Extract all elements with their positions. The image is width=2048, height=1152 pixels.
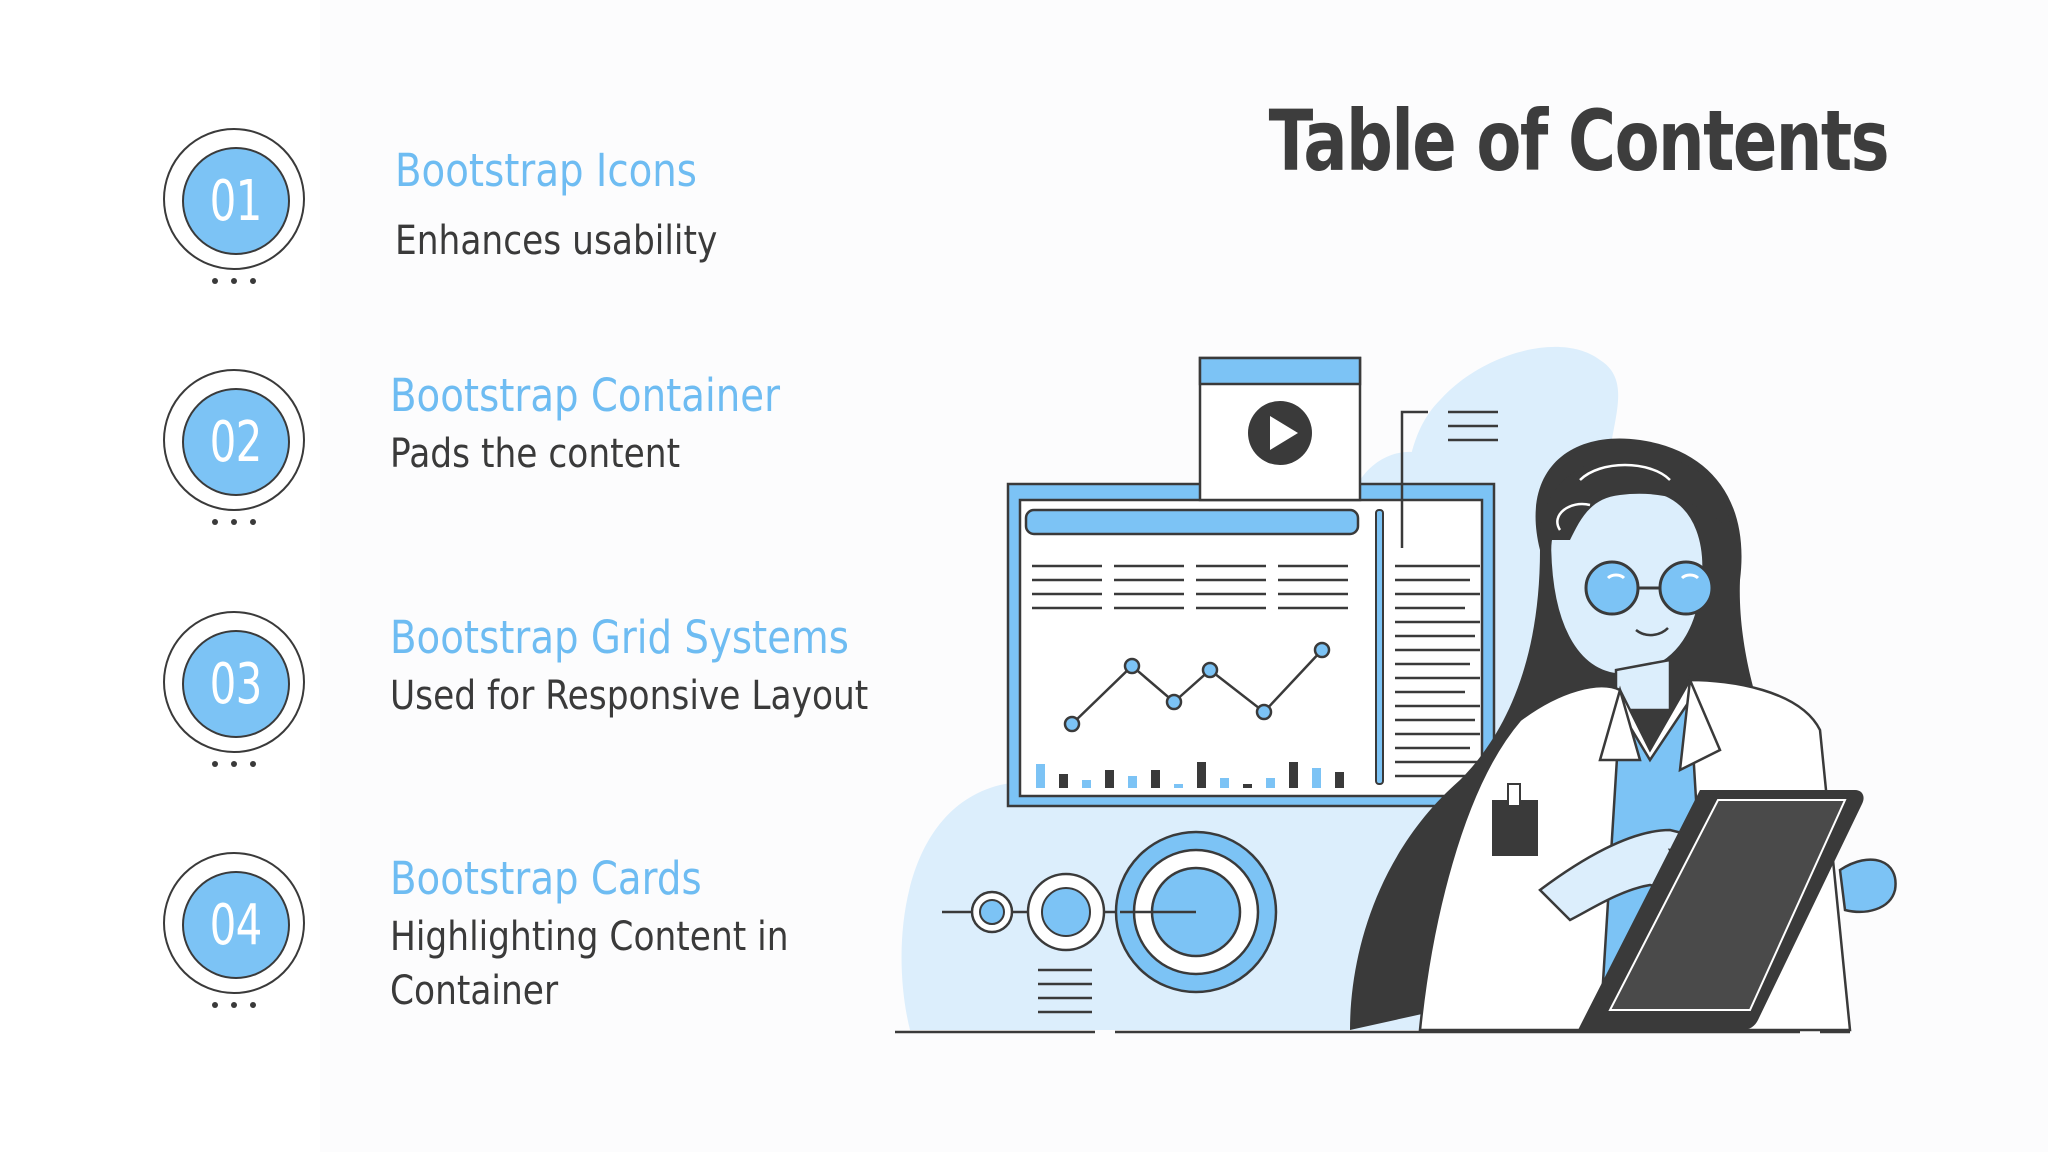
toc-item-1: 01 Bootstrap Icons Enhances usability [0, 128, 960, 308]
callout-lines [1400, 410, 1498, 548]
page-title: Table of Contents [1268, 92, 1890, 190]
number-badge-inner: 03 [182, 630, 290, 738]
item-description: Highlighting Content in Container [390, 914, 789, 1014]
number-badge: 04 [163, 852, 305, 994]
target-icon [942, 830, 1278, 1014]
number-badge: 02 [163, 369, 305, 511]
number-badge-inner: 04 [182, 871, 290, 979]
item-title: Bootstrap Icons [395, 144, 697, 197]
tablet-icon [1578, 790, 1864, 1030]
number-badge-inner: 02 [182, 388, 290, 496]
item-title: Bootstrap Cards [390, 852, 702, 905]
woman-with-tablet-dashboard-illustration [895, 346, 1897, 1034]
ellipsis-icon [212, 278, 256, 288]
line-chart [1063, 641, 1331, 733]
side-text-lines [1395, 564, 1480, 778]
toc-item-2: 02 Bootstrap Container Pads the content [0, 369, 960, 549]
bar-chart [1036, 762, 1344, 788]
item-description: Used for Responsive Layout [390, 673, 869, 719]
item-title: Bootstrap Grid Systems [390, 611, 849, 664]
text-lines [1032, 564, 1348, 610]
number-badge-inner: 01 [182, 147, 290, 255]
number-badge: 01 [163, 128, 305, 270]
video-window [1198, 356, 1362, 502]
woman-figure [1350, 438, 1897, 1032]
item-number: 01 [210, 168, 263, 234]
dashboard-window [1006, 482, 1496, 808]
item-title: Bootstrap Container [390, 369, 781, 422]
item-description: Pads the content [390, 431, 681, 477]
toc-item-4: 04 Bootstrap Cards Highlighting Content … [0, 852, 960, 1052]
ellipsis-icon [212, 1002, 256, 1012]
ellipsis-icon [212, 761, 256, 771]
item-number: 03 [210, 651, 263, 717]
ellipsis-icon [212, 519, 256, 529]
item-description: Enhances usability [395, 218, 718, 264]
item-number: 04 [210, 892, 263, 958]
item-number: 02 [210, 409, 263, 475]
toc-item-3: 03 Bootstrap Grid Systems Used for Respo… [0, 611, 960, 791]
number-badge: 03 [163, 611, 305, 753]
